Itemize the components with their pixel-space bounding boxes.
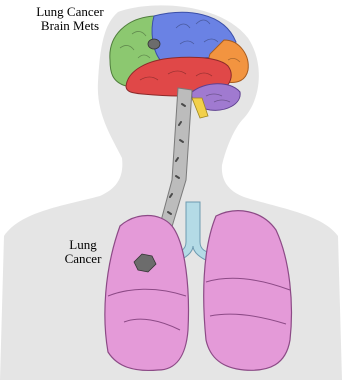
lung-cancer-label-line2: Cancer bbox=[58, 252, 108, 266]
brain-metastasis-label: Lung Cancer Brain Mets bbox=[20, 5, 120, 33]
right-lung bbox=[204, 211, 292, 371]
brain-metastasis-tumor bbox=[148, 39, 160, 49]
lung-cancer-label: Lung Cancer bbox=[58, 238, 108, 266]
brain-metastasis-label-line2: Brain Mets bbox=[20, 19, 120, 33]
lung-cancer-label-line1: Lung bbox=[58, 238, 108, 252]
brain-metastasis-label-line1: Lung Cancer bbox=[20, 5, 120, 19]
